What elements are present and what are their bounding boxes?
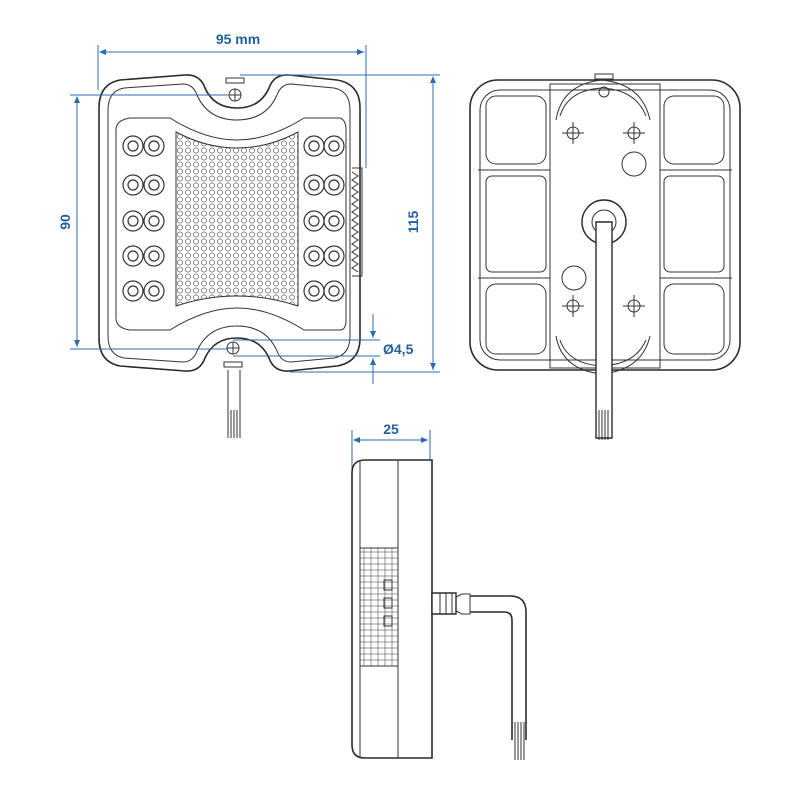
dimension-height-outer: 115: [240, 74, 440, 373]
dimension-depth-label: 25: [383, 421, 399, 437]
dimension-height-outer-label: 115: [405, 210, 421, 233]
front-view: [98, 74, 363, 438]
dimension-hole: Ø4,5: [233, 314, 414, 384]
side-view: 25: [351, 421, 527, 760]
dimension-width: 95 mm: [97, 31, 367, 168]
back-view: [469, 73, 741, 440]
dimension-width-label: 95 mm: [216, 31, 260, 47]
dimension-height-inner-label: 90: [57, 214, 73, 230]
dimension-height-inner: 90: [57, 94, 228, 350]
led-column-left: [122, 135, 165, 302]
led-column-right: [303, 135, 345, 302]
dimension-hole-label: Ø4,5: [383, 341, 414, 357]
